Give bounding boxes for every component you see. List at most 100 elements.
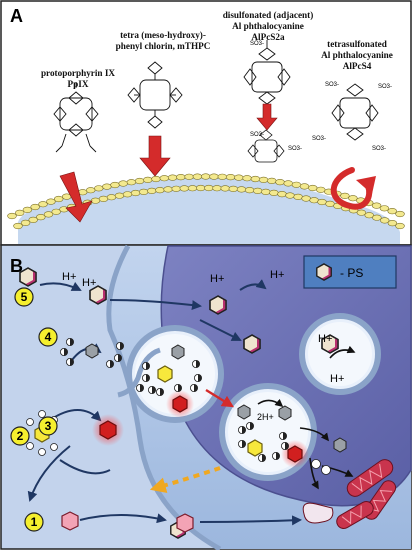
lipid-head <box>261 188 271 195</box>
svg-text:phenyl chlorin, mTHPC: phenyl chlorin, mTHPC <box>116 41 211 51</box>
lipid-head <box>15 209 25 216</box>
lipid-head <box>395 222 405 230</box>
panel-b-letter: B <box>10 256 23 276</box>
proton-label-6: H+ <box>330 373 344 385</box>
step-number: 1 <box>31 515 38 529</box>
lipid-head <box>316 186 326 193</box>
panel-b: B - PS <box>0 244 412 550</box>
lipid-head <box>94 185 104 192</box>
carrier-particle <box>271 451 281 461</box>
lipid-head <box>184 173 194 180</box>
carrier-particle <box>173 383 183 393</box>
lipid-head <box>130 189 141 197</box>
lipid-head <box>301 195 311 202</box>
so3-label-6: SO3- <box>250 132 264 138</box>
lipid-head <box>114 192 125 199</box>
molecule-title-mthpc: tetra (meso-hydroxy)- phenyl chlorin, mT… <box>116 30 211 51</box>
lipid-head <box>201 173 211 180</box>
structure-alpcs4 <box>331 83 379 141</box>
lipid-head <box>380 217 390 224</box>
step-number: 3 <box>45 419 52 433</box>
lipid-head <box>28 216 38 223</box>
recycling-arrow <box>149 466 221 493</box>
lipid-head <box>325 200 335 207</box>
lipid-head <box>187 185 198 192</box>
svg-text:protoporphyrin IX: protoporphyrin IX <box>41 68 115 78</box>
carrier-particle <box>115 341 125 351</box>
svg-text:tetra (meso-hydroxy)-: tetra (meso-hydroxy)- <box>120 30 206 40</box>
carrier-particle <box>278 431 288 441</box>
so3-label-7: SO3- <box>288 146 302 152</box>
lipid-head <box>309 197 319 204</box>
lipid-head <box>13 222 23 230</box>
so3-label-3: SO3- <box>378 84 392 90</box>
lipid-head <box>118 180 128 187</box>
red-transfer-arrow <box>205 388 235 408</box>
lipid-head <box>269 189 279 196</box>
carrier-particle <box>65 357 75 367</box>
lipid-head <box>46 198 56 205</box>
lipid-head <box>387 220 398 227</box>
lipid-head <box>196 184 206 192</box>
carrier-particle <box>237 425 247 435</box>
carrier-particle <box>135 383 145 393</box>
lipid-head <box>179 185 190 192</box>
carrier-particle <box>59 347 69 357</box>
legend: - PS <box>303 255 397 289</box>
svg-text:disulfonated (adjacent): disulfonated (adjacent) <box>223 10 314 20</box>
lipid-head <box>356 209 367 216</box>
lipid-head <box>250 175 261 183</box>
lipid-head <box>85 187 96 194</box>
svg-text:Al phthalocyanine: Al phthalocyanine <box>321 50 393 60</box>
lipid-head <box>38 201 48 208</box>
legend-label: - PS <box>340 266 363 280</box>
damaged-organelle <box>302 502 334 524</box>
lipid-head <box>234 174 244 181</box>
step-badge-3: 3 <box>38 416 58 436</box>
carrier-particle <box>65 337 75 347</box>
red-arrow-alpcs2a <box>256 103 278 131</box>
carrier-particle <box>191 359 201 369</box>
structure-mthpc <box>127 61 183 129</box>
step-badge-1: 1 <box>24 512 44 532</box>
step-badge-4: 4 <box>38 327 58 347</box>
carrier-particle <box>105 359 115 369</box>
lipid-head <box>283 180 293 187</box>
step-badges: 1 2 3 4 5 <box>10 287 58 532</box>
lipid-head <box>236 186 247 193</box>
step-badge-2: 2 <box>10 426 30 446</box>
carrier-particle <box>141 373 151 383</box>
carrier-particle <box>257 453 267 463</box>
step-number: 2 <box>17 429 24 443</box>
lipid-head <box>171 185 181 192</box>
lipid-head <box>192 173 203 180</box>
lipid-head <box>212 185 222 192</box>
lipid-head <box>372 214 382 221</box>
so3-label-4: SO3- <box>312 136 326 142</box>
cell-interior-a <box>18 175 400 244</box>
so3-label-1: SO3- <box>250 41 264 47</box>
lipid-head <box>126 179 137 186</box>
lipid-head <box>209 173 219 180</box>
lipid-head <box>340 192 350 199</box>
lipid-head <box>277 191 287 198</box>
lipid-head <box>371 202 382 209</box>
lipid-head <box>258 176 269 183</box>
lipid-head <box>122 191 133 198</box>
red-bounce-arrow-alpcs4 <box>330 167 376 210</box>
step-number: 4 <box>45 330 52 344</box>
lipid-head <box>228 185 239 192</box>
lipid-head <box>176 174 186 181</box>
lipid-head <box>275 179 285 186</box>
lipid-head <box>151 175 161 183</box>
step-number: 5 <box>21 290 28 304</box>
lipid-head <box>317 198 327 206</box>
proton-label-1: H+ <box>62 271 76 283</box>
structure-alpcs2a-embedded <box>247 129 285 163</box>
molecule-title-ppix: protoporphyrin IX PpIX <box>41 68 115 89</box>
lipid-head <box>163 186 173 193</box>
lipid-head <box>291 181 302 188</box>
lipid-head <box>134 177 145 185</box>
carrier-particle <box>155 387 165 397</box>
